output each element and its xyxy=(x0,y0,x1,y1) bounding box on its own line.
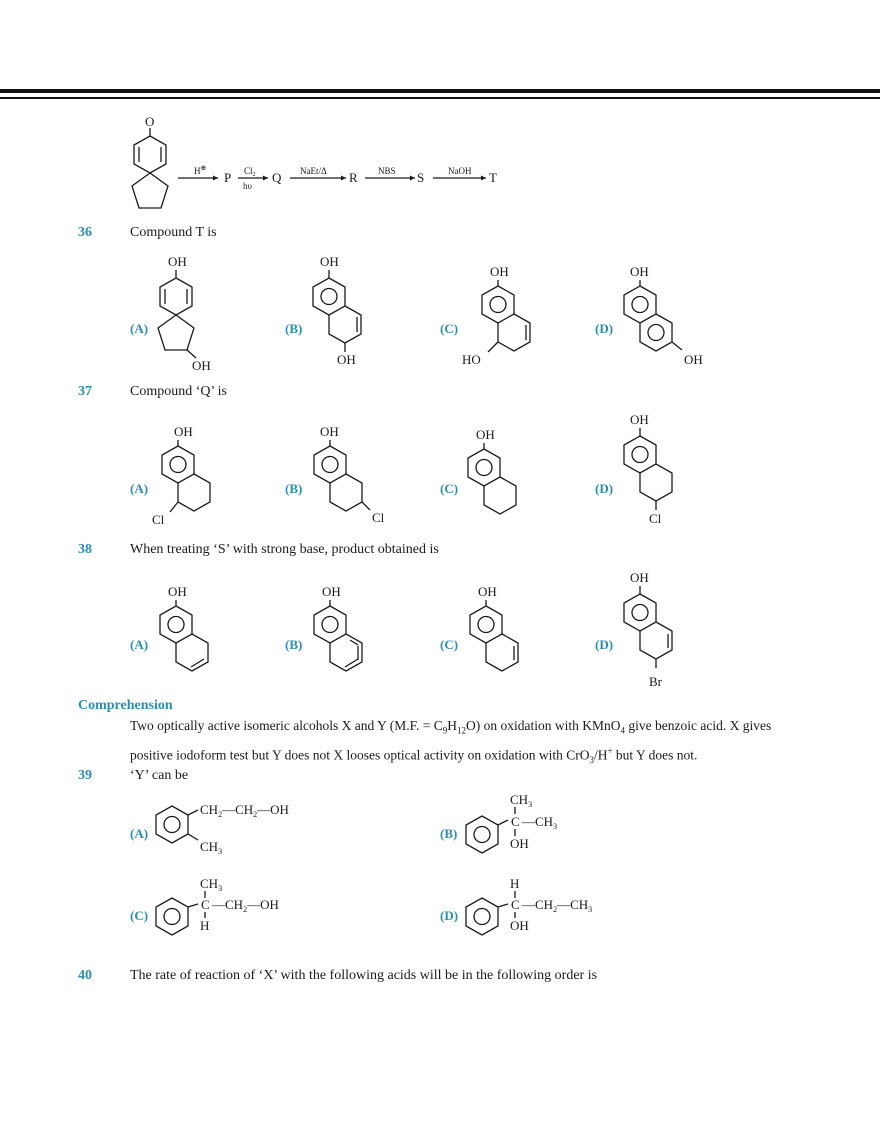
svg-text:NaEt/Δ: NaEt/Δ xyxy=(300,166,327,176)
svg-text:OH: OH xyxy=(490,264,509,279)
q36-option-c-label[interactable]: (C) xyxy=(440,321,459,336)
svg-text:OH: OH xyxy=(476,427,495,442)
q37-option-c-structure[interactable]: OH xyxy=(454,425,554,525)
q38-option-c-structure[interactable]: OH xyxy=(456,582,556,682)
svg-text:CH2—CH2—OH: CH2—CH2—OH xyxy=(200,802,289,819)
q37-number: 37 xyxy=(78,384,92,399)
svg-text:H: H xyxy=(510,876,519,891)
q40-number: 40 xyxy=(78,968,92,983)
svg-text:OH: OH xyxy=(168,584,187,599)
q36-option-c-structure[interactable]: OH HO xyxy=(458,262,558,372)
svg-text:OH: OH xyxy=(320,254,339,269)
q38-option-d-structure[interactable]: OH Br xyxy=(610,568,710,693)
ketone-oxygen: O xyxy=(145,114,154,129)
svg-text:NaOH: NaOH xyxy=(448,166,472,176)
q39-option-d-structure[interactable]: H C —CH2—CH3 OH xyxy=(460,874,640,949)
q38-option-b-label[interactable]: (B) xyxy=(285,637,303,652)
svg-text:OH: OH xyxy=(684,352,703,367)
svg-text:Cl: Cl xyxy=(649,511,662,526)
q39-option-b-label[interactable]: (B) xyxy=(440,826,458,841)
q37-option-c-label[interactable]: (C) xyxy=(440,481,459,496)
comprehension-heading: Comprehension xyxy=(78,698,173,713)
svg-text:NBS: NBS xyxy=(378,166,396,176)
svg-text:OH: OH xyxy=(510,836,529,851)
svg-text:OH: OH xyxy=(630,570,649,585)
svg-text:OH: OH xyxy=(320,424,339,439)
product-Q: Q xyxy=(272,170,282,185)
q36-number: 36 xyxy=(78,225,92,240)
svg-text:OH: OH xyxy=(192,358,211,373)
q37-option-d-label[interactable]: (D) xyxy=(595,481,614,496)
svg-text:OH: OH xyxy=(510,918,529,933)
product-S: S xyxy=(417,170,424,185)
svg-text:OH: OH xyxy=(174,424,193,439)
q36-option-b-structure[interactable]: OH OH xyxy=(295,252,395,372)
header-rule-thick xyxy=(0,89,880,93)
q38-option-b-structure[interactable]: OH xyxy=(300,582,400,682)
svg-text:C: C xyxy=(511,814,520,829)
svg-text:OH: OH xyxy=(630,412,649,427)
q40-text: The rate of reaction of ‘X’ with the fol… xyxy=(130,968,598,983)
product-P: P xyxy=(224,170,231,185)
q39-option-b-structure[interactable]: CH3 C —CH3 OH xyxy=(460,790,620,865)
q38-text: When treating ‘S’ with strong base, prod… xyxy=(130,542,439,557)
product-R: R xyxy=(349,170,358,185)
q37-option-a-label[interactable]: (A) xyxy=(130,481,149,496)
q39-number: 39 xyxy=(78,768,92,783)
svg-text:—CH3: —CH3 xyxy=(521,814,557,831)
svg-text:CH3: CH3 xyxy=(510,792,532,809)
q38-number: 38 xyxy=(78,542,92,557)
q36-option-b-label[interactable]: (B) xyxy=(285,321,303,336)
q39-option-a-structure[interactable]: CH2—CH2—OH CH3 xyxy=(150,798,320,868)
q38-option-c-label[interactable]: (C) xyxy=(440,637,459,652)
svg-text:OH: OH xyxy=(337,352,356,367)
q38-option-d-label[interactable]: (D) xyxy=(595,637,614,652)
q37-option-b-label[interactable]: (B) xyxy=(285,481,303,496)
spiro-cyclopentane xyxy=(131,172,169,209)
svg-text:Br: Br xyxy=(649,674,663,689)
svg-text:C: C xyxy=(201,897,210,912)
q39-option-d-label[interactable]: (D) xyxy=(440,908,459,923)
header-rule-thin xyxy=(0,97,880,99)
q39-option-c-label[interactable]: (C) xyxy=(130,908,149,923)
q38-option-a-structure[interactable]: OH xyxy=(146,582,246,682)
q37-option-b-structure[interactable]: OH Cl xyxy=(300,422,410,532)
comprehension-paragraph: Two optically active isomeric alcohols X… xyxy=(130,718,772,765)
svg-text:hυ: hυ xyxy=(243,181,253,191)
q37-text: Compound ‘Q’ is xyxy=(130,384,227,399)
svg-text:H: H xyxy=(200,918,209,933)
q37-option-d-structure[interactable]: OH Cl xyxy=(610,410,710,535)
q38-option-a-label[interactable]: (A) xyxy=(130,637,149,652)
q39-option-c-structure[interactable]: CH3 C —CH2—OH H xyxy=(150,874,320,949)
q39-option-a-label[interactable]: (A) xyxy=(130,826,149,841)
svg-text:H⊕: H⊕ xyxy=(194,164,206,176)
svg-text:CH3: CH3 xyxy=(200,839,222,856)
q36-text: Compound T is xyxy=(130,225,217,240)
svg-text:Cl2: Cl2 xyxy=(244,166,256,178)
q39-text: ‘Y’ can be xyxy=(130,768,189,783)
svg-text:HO: HO xyxy=(462,352,481,367)
svg-text:OH: OH xyxy=(322,584,341,599)
svg-text:CH3: CH3 xyxy=(200,876,222,893)
reaction-scheme: O H⊕ P Cl2 hυ Q NaEt/Δ R NBS S NaOH T xyxy=(131,114,497,209)
q36-option-a-label[interactable]: (A) xyxy=(130,321,149,336)
svg-text:OH: OH xyxy=(478,584,497,599)
svg-text:C: C xyxy=(511,897,520,912)
q36-option-d-structure[interactable]: OH OH xyxy=(614,262,724,372)
svg-text:Cl: Cl xyxy=(152,512,165,527)
svg-text:—CH2—CH3: —CH2—CH3 xyxy=(521,897,592,914)
q37-option-a-structure[interactable]: OH Cl xyxy=(148,422,248,532)
product-T: T xyxy=(489,170,497,185)
q36-option-a-structure[interactable]: OH OH xyxy=(140,252,240,373)
svg-text:—CH2—OH: —CH2—OH xyxy=(211,897,279,914)
svg-text:OH: OH xyxy=(630,264,649,279)
svg-text:Cl: Cl xyxy=(372,510,385,525)
svg-text:OH: OH xyxy=(168,254,187,269)
q36-option-d-label[interactable]: (D) xyxy=(595,321,614,336)
